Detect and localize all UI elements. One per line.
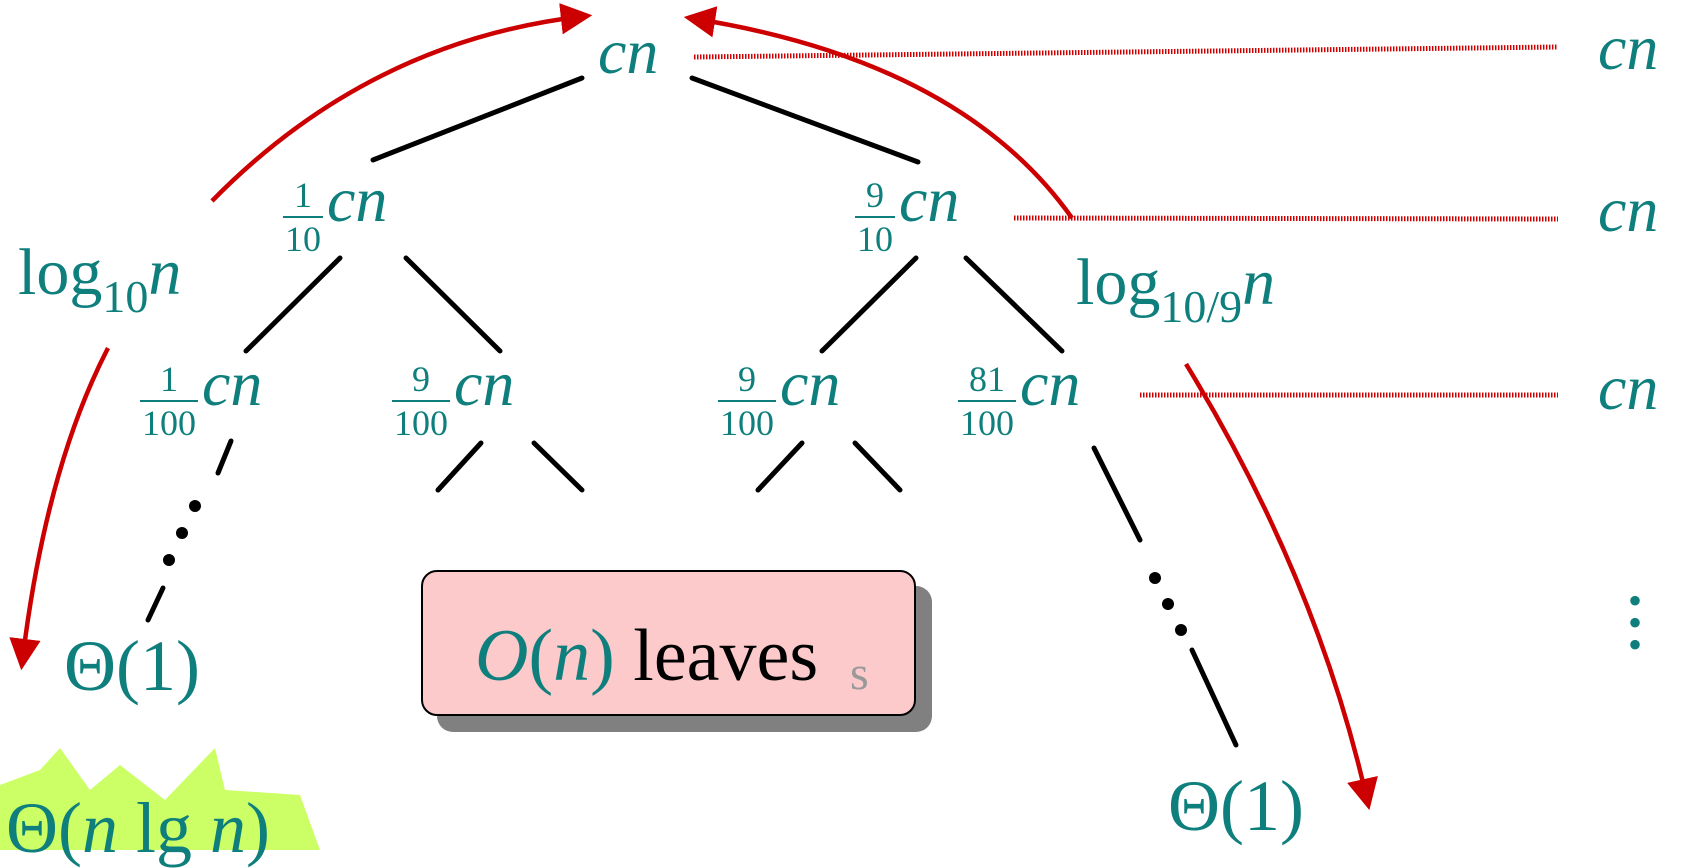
denominator: 100 <box>958 400 1016 441</box>
big-o: O <box>475 615 528 697</box>
arrow-left-down <box>22 348 108 664</box>
edge-d-leaf <box>1192 650 1236 745</box>
cn-term: cn <box>202 348 262 419</box>
dot <box>189 500 201 512</box>
edge-root-left <box>373 78 582 160</box>
leaves-word: leaves <box>633 615 818 697</box>
dot <box>1149 572 1161 584</box>
log-variable: n <box>148 236 181 309</box>
numerator: 9 <box>736 361 758 400</box>
log-base: log <box>1076 246 1160 319</box>
denominator: 10 <box>855 216 895 257</box>
edge-b-right <box>534 443 582 490</box>
total-lg: lg <box>118 788 210 868</box>
edge-root-right <box>692 78 918 162</box>
log-base: log <box>18 236 102 309</box>
cn-term: cn <box>780 348 840 419</box>
denominator: 10 <box>283 216 323 257</box>
edge-l1left-a <box>246 258 340 351</box>
edge-d-down <box>1094 448 1140 540</box>
dot <box>176 527 188 539</box>
arrow-right-down <box>1186 364 1368 804</box>
node-root: cn <box>598 20 658 84</box>
total-cost: Θ(n lg n) <box>6 792 270 864</box>
denominator: 100 <box>140 400 198 441</box>
numerator: 9 <box>410 361 432 400</box>
guide-level-1 <box>1014 218 1558 219</box>
denominator: 100 <box>392 400 450 441</box>
dot <box>1175 624 1187 636</box>
denominator: 100 <box>718 400 776 441</box>
edge-b-left <box>438 443 481 490</box>
edge-c-right <box>855 443 900 490</box>
edge-l1left-b <box>406 258 500 351</box>
height-label-right: log10/9n <box>1076 250 1275 330</box>
leaves-callout-text: O(n) leaves <box>475 619 818 693</box>
edge-l1right-c <box>822 258 916 351</box>
vertical-ellipsis: ••• <box>1628 590 1640 656</box>
edge-a-leaf <box>148 588 163 620</box>
edge-c-left <box>758 443 802 490</box>
cn-term: cn <box>899 164 959 235</box>
level-cost-0: cn <box>1598 16 1658 80</box>
leaf-right: Θ(1) <box>1168 770 1304 842</box>
total-prefix: Θ( <box>6 788 82 868</box>
cn-term: cn <box>1020 348 1080 419</box>
numerator: 9 <box>864 177 886 216</box>
level-cost-1: cn <box>1598 178 1658 242</box>
log-variable: n <box>1242 246 1275 319</box>
cn-term: cn <box>454 348 514 419</box>
paren-close: ) <box>590 615 615 697</box>
log-subscript: 10/9 <box>1160 281 1242 332</box>
level-cost-2: cn <box>1598 356 1658 420</box>
dot <box>1162 598 1174 610</box>
height-label-left: log10n <box>18 240 181 320</box>
level-guides <box>694 47 1558 395</box>
numerator: 1 <box>292 177 314 216</box>
total-suffix: ) <box>246 788 270 868</box>
n-variable: n <box>553 615 590 697</box>
leaves-ghost-letter: s <box>850 650 869 698</box>
leaf-left: Θ(1) <box>64 630 200 702</box>
paren-open: ( <box>528 615 553 697</box>
numerator: 81 <box>967 361 1007 400</box>
cn-term: cn <box>327 164 387 235</box>
edge-l1right-d <box>966 258 1062 351</box>
total-n1: n <box>82 788 118 868</box>
dot <box>163 554 175 566</box>
numerator: 1 <box>158 361 180 400</box>
total-n2: n <box>210 788 246 868</box>
edge-a-down <box>218 441 231 473</box>
arrow-left-up <box>212 16 586 201</box>
log-subscript: 10 <box>102 271 148 322</box>
